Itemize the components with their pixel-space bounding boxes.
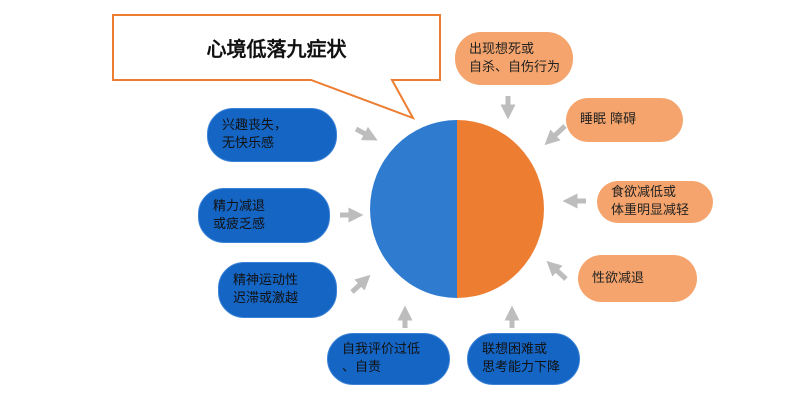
symptom-thinking: 联想困难或 思考能力下降 bbox=[467, 333, 580, 385]
symptom-self-esteem: 自我评价过低 、自责 bbox=[327, 333, 450, 385]
symptom-line: 出现想死或 bbox=[469, 41, 535, 57]
symptom-line: 无快乐感 bbox=[222, 136, 275, 151]
symptom-appetite: 食欲减低或 体重明显减轻 bbox=[597, 181, 713, 223]
symptom-suicidal: 出现想死或 自杀、自伤行为 bbox=[455, 32, 573, 85]
symptom-line: 自我评价过低 bbox=[342, 342, 421, 357]
symptom-line: 或疲乏感 bbox=[213, 216, 266, 232]
symptom-line: 思考能力下降 bbox=[482, 360, 561, 375]
symptom-sleep: 睡眠 障碍 bbox=[566, 98, 683, 142]
circle-right-half bbox=[457, 120, 544, 298]
symptom-libido: 性欲减退 bbox=[578, 255, 697, 302]
arrow bbox=[354, 126, 378, 141]
symptom-line: 精神运动性 bbox=[233, 273, 299, 288]
arrow bbox=[350, 274, 371, 294]
arrow bbox=[546, 260, 568, 281]
circle-left-half bbox=[370, 120, 457, 298]
symptom-line: 自杀、自伤行为 bbox=[469, 59, 561, 75]
callout-box bbox=[112, 14, 441, 120]
symptom-fatigue: 精力减退 或疲乏感 bbox=[198, 188, 330, 243]
symptom-line: 兴趣丧失， bbox=[222, 118, 288, 133]
symptom-line: 、自责 bbox=[342, 360, 382, 375]
diagram-title: 心境低落九症状 bbox=[206, 37, 347, 61]
symptom-line: 精力减退 bbox=[213, 198, 266, 214]
symptom-line: 联想困难或 bbox=[482, 342, 548, 357]
arrows bbox=[340, 96, 586, 328]
symptom-anhedonia: 兴趣丧失， 无快乐感 bbox=[207, 108, 337, 162]
symptom-line: 食欲减低或 bbox=[611, 185, 677, 200]
arrow bbox=[544, 124, 567, 146]
symptom-line: 体重明显减轻 bbox=[611, 203, 690, 218]
symptom-line: 迟滞或激越 bbox=[233, 291, 299, 306]
symptom-line: 性欲减退 bbox=[592, 270, 645, 286]
symptom-psychomotor: 精神运动性 迟滞或激越 bbox=[218, 262, 337, 318]
symptom-line: 睡眠 障碍 bbox=[580, 112, 637, 127]
